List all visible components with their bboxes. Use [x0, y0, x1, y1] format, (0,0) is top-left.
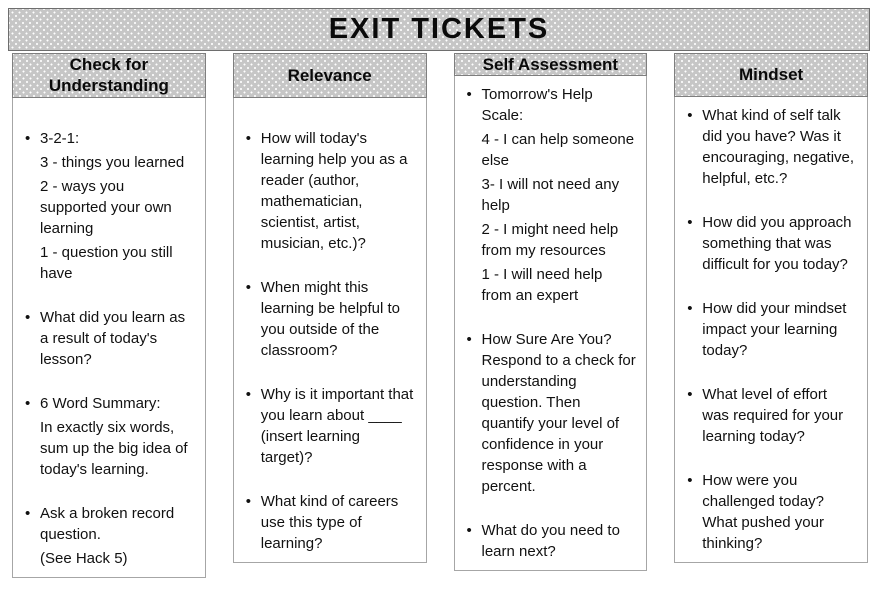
- column-header: Self Assessment: [453, 53, 648, 77]
- list-item: • What do you need to learn next?: [465, 520, 637, 562]
- bullet-line: Ask a broken record question.: [40, 504, 175, 543]
- bullet-icon: •: [245, 386, 252, 403]
- bullet-line: Tomorrow's Help Scale:: [481, 86, 593, 125]
- bullet-line: 3-2-1:: [40, 129, 80, 147]
- bullet-line: How did you approach something that was …: [702, 214, 852, 273]
- list-item: • How will today's learning help you as …: [244, 128, 416, 254]
- list-item: • What did you learn as a result of toda…: [23, 307, 195, 370]
- list-item: • When might this learning be helpful to…: [244, 277, 416, 361]
- column-body: • How will today's learning help you as …: [232, 98, 427, 563]
- bullet-line: How were you challenged today? What push…: [702, 472, 825, 552]
- bullet-line: How will today's learning help you as a …: [260, 130, 408, 252]
- list-item: • How did your mindset impact your learn…: [685, 298, 857, 361]
- bullet-icon: •: [687, 300, 693, 317]
- bullet-icon: •: [25, 129, 31, 147]
- bullet-line: What did you learn as a result of today'…: [40, 308, 186, 368]
- bullet-line: How did your mindset impact your learnin…: [702, 300, 847, 359]
- bullet-line: What kind of careers use this type of le…: [260, 493, 399, 552]
- column-header: Relevance: [232, 53, 427, 98]
- list-item: • 3-2-1: 3 - things you learned 2 - ways…: [23, 128, 195, 284]
- bullet-line: 1 - question you still have: [40, 243, 173, 282]
- column-relevance: Relevance • How will today's learning he…: [232, 53, 427, 563]
- bullet-icon: •: [25, 394, 31, 412]
- bullet-line: (See Hack 5): [40, 549, 128, 567]
- list-item: • What kind of careers use this type of …: [244, 491, 416, 554]
- bullet-icon: •: [466, 522, 472, 540]
- bullet-line: Why is it important that you learn about…: [260, 386, 414, 466]
- bullet-icon: •: [25, 504, 31, 522]
- list-item: • How Sure Are You? Respond to a check f…: [465, 329, 637, 497]
- bullet-icon: •: [687, 472, 693, 489]
- column-body: • What kind of self talk did you have? W…: [674, 97, 868, 563]
- column-mindset: Mindset • What kind of self talk did you…: [674, 53, 868, 563]
- list-item: • What kind of self talk did you have? W…: [685, 105, 857, 189]
- bullet-line: In exactly six words, sum up the big ide…: [40, 418, 188, 478]
- column-body: • Tomorrow's Help Scale: 4 - I can help …: [453, 76, 648, 572]
- bullet-line: When might this learning be helpful to y…: [260, 279, 401, 359]
- bullet-line: 6 Word Summary:: [40, 394, 161, 412]
- bullet-icon: •: [245, 279, 252, 296]
- list-item: • Tomorrow's Help Scale: 4 - I can help …: [465, 84, 637, 306]
- column-header: Check for Understanding: [12, 53, 206, 98]
- column-body: • 3-2-1: 3 - things you learned 2 - ways…: [12, 97, 206, 578]
- column-self-assessment: Self Assessment • Tomorrow's Help Scale:…: [453, 53, 648, 572]
- bullet-line: 3- I will not need any help: [481, 176, 620, 215]
- column-check-for-understanding: Check for Understanding • 3-2-1: 3 - thi…: [12, 53, 206, 578]
- list-item: • How were you challenged today? What pu…: [685, 470, 857, 554]
- bullet-line: 2 - I might need help from my resources: [481, 221, 619, 260]
- title-banner: EXIT TICKETS: [8, 8, 870, 51]
- bullet-line: What kind of self talk did you have? Was…: [702, 107, 855, 187]
- bullet-line: 1 - I will need help from an expert: [481, 266, 603, 305]
- bullet-line: 3 - things you learned: [40, 153, 185, 171]
- column-header: Mindset: [674, 53, 868, 97]
- bullet-icon: •: [687, 386, 693, 403]
- list-item: • What level of effort was required for …: [685, 384, 857, 447]
- bullet-line: 4 - I can help someone else: [481, 131, 635, 170]
- list-item: • 6 Word Summary: In exactly six words, …: [23, 393, 195, 480]
- page-title: EXIT TICKETS: [328, 13, 550, 45]
- bullet-icon: •: [245, 130, 252, 147]
- columns-row: Check for Understanding • 3-2-1: 3 - thi…: [12, 53, 868, 578]
- bullet-line: What level of effort was required for yo…: [702, 386, 844, 445]
- bullet-icon: •: [245, 493, 252, 510]
- list-item: • How did you approach something that wa…: [685, 212, 857, 275]
- bullet-line: What do you need to learn next?: [481, 522, 620, 561]
- bullet-icon: •: [687, 214, 693, 231]
- bullet-line: How Sure Are You? Respond to a check for…: [481, 331, 636, 496]
- list-item: • Ask a broken record question. (See Hac…: [23, 503, 195, 569]
- bullet-line: 2 - ways you supported your own learning: [40, 177, 172, 237]
- bullet-icon: •: [466, 86, 472, 104]
- list-item: • Why is it important that you learn abo…: [244, 384, 416, 468]
- bullet-icon: •: [687, 107, 693, 124]
- bullet-icon: •: [466, 331, 472, 349]
- bullet-icon: •: [25, 308, 31, 326]
